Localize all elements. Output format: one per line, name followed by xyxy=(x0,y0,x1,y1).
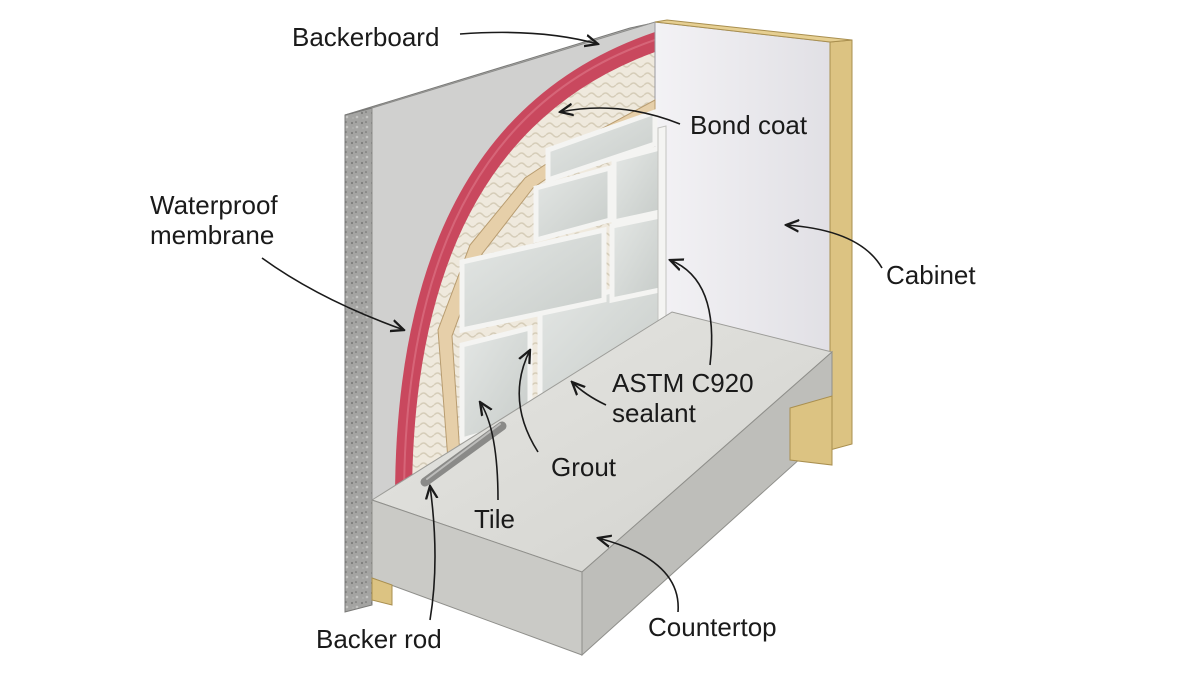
sealant-label-line1: ASTM C920 xyxy=(612,368,754,398)
backer-rod-leader xyxy=(430,486,435,621)
sealant-label-line2: sealant xyxy=(612,398,696,428)
grout-label: Grout xyxy=(551,452,617,482)
waterproof-membrane-label-line2: membrane xyxy=(150,220,275,250)
leader-lines xyxy=(261,31,883,621)
cabinet-label: Cabinet xyxy=(886,260,976,290)
cabinet-leader xyxy=(786,225,883,269)
sealant-leader-lower xyxy=(572,382,607,406)
waterproof-membrane-highlight xyxy=(403,39,655,500)
tile xyxy=(533,164,613,244)
tile xyxy=(545,108,658,184)
membrane-leader xyxy=(261,257,404,330)
tile-field xyxy=(437,99,667,461)
tile-corner-edge xyxy=(657,125,667,323)
tile-label: Tile xyxy=(474,504,515,534)
waterproof-membrane-label: Waterproof membrane xyxy=(150,190,278,250)
bond-coat-leader xyxy=(560,108,681,125)
cabinet-top-edge xyxy=(654,19,853,43)
backer-rod xyxy=(420,421,507,487)
tile xyxy=(459,226,607,334)
backerboard-edge xyxy=(344,107,373,613)
sealant-leader-upper xyxy=(670,260,713,366)
tile xyxy=(611,144,663,226)
bond-coat-label: Bond coat xyxy=(690,110,808,140)
backer-rod-label: Backer rod xyxy=(316,624,442,654)
tile-leader xyxy=(480,402,499,501)
backerboard-leader xyxy=(459,31,598,44)
cabinet-wood-edge xyxy=(829,39,853,451)
tile xyxy=(609,212,663,304)
sealant-label: ASTM C920 sealant xyxy=(612,368,754,428)
countertop-leader xyxy=(598,538,679,613)
support-block-left xyxy=(371,577,393,606)
grout-leader xyxy=(519,350,539,453)
support-block-right xyxy=(789,395,833,466)
countertop-label: Countertop xyxy=(648,612,777,642)
backerboard-label: Backerboard xyxy=(292,22,440,52)
waterproof-membrane-label-line1: Waterproof xyxy=(150,190,278,220)
backer-rod-highlight xyxy=(426,423,501,480)
